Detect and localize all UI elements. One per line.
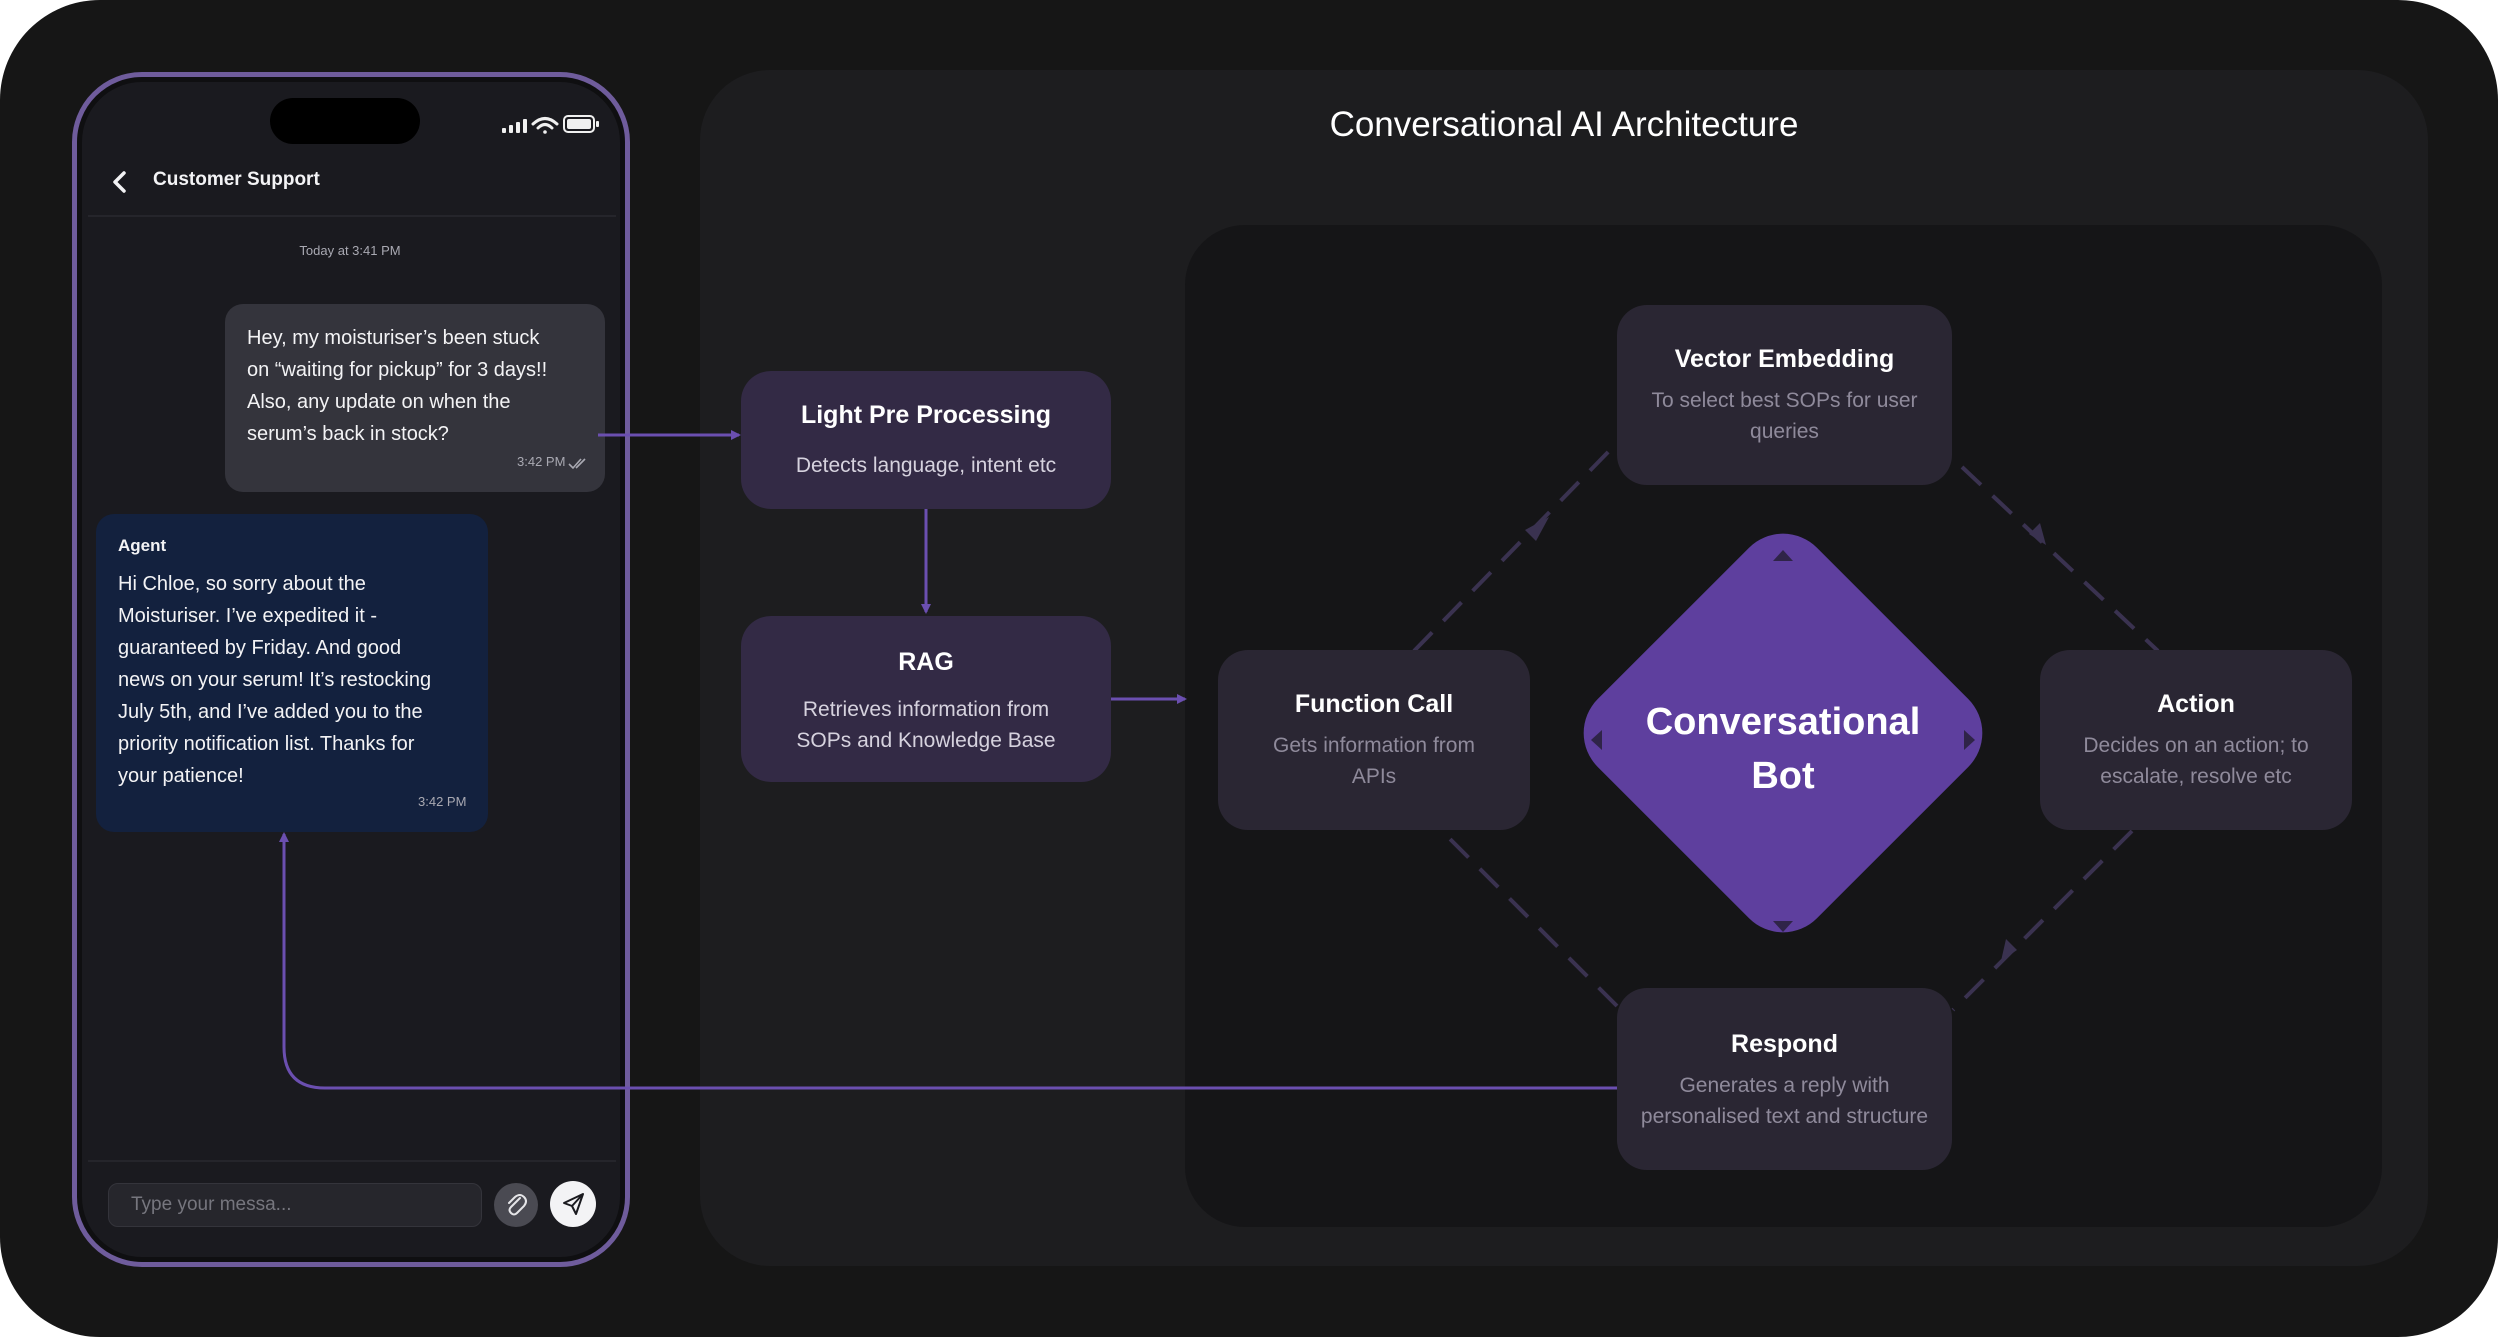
user-message-text: Hey, my moisturiser’s been stuck on “wai… <box>247 327 548 445</box>
node-subtitle: Gets information from APIs <box>1273 734 1475 788</box>
node-subtitle: Retrieves information from SOPs and Know… <box>796 698 1056 752</box>
dynamic-island <box>270 98 420 144</box>
node-subtitle: To select best SOPs for user queries <box>1651 389 1918 443</box>
chat-header-title: Customer Support <box>153 169 320 190</box>
user-message-bubble: Hey, my moisturiser’s been stuck on “wai… <box>225 304 605 492</box>
back-button[interactable] <box>104 166 138 200</box>
node-subtitle: Decides on an action; to escalate, resol… <box>2083 734 2309 788</box>
user-message-time: 3:42 PM <box>517 454 566 469</box>
node-title: Function Call <box>1294 690 1454 718</box>
node-subtitle: Generates a reply with personalised text… <box>1640 1074 1929 1128</box>
node-title: RAG <box>898 648 954 676</box>
node-title: Light Pre Processing <box>800 401 1052 429</box>
node-respond: Respond Generates a reply with personali… <box>1617 988 1952 1170</box>
node-function-call: Function Call Gets information from APIs <box>1218 650 1530 830</box>
node-subtitle: Detects language, intent etc <box>795 454 1057 477</box>
message-input[interactable]: Type your messa... <box>108 1183 482 1227</box>
node-title: Respond <box>1731 1030 1838 1058</box>
node-rag: RAG Retrieves information from SOPs and … <box>741 616 1111 782</box>
input-divider <box>88 1160 616 1162</box>
send-button[interactable] <box>550 1181 596 1227</box>
double-check-icon <box>568 458 586 470</box>
agent-message-bubble: Agent Hi Chloe, so sorry about the Moist… <box>96 514 488 832</box>
agent-message-text: Hi Chloe, so sorry about the Moisturiser… <box>118 573 432 787</box>
node-title: Action <box>2157 690 2235 718</box>
attach-button[interactable] <box>494 1183 538 1227</box>
node-light-pre-processing: Light Pre Processing Detects language, i… <box>741 371 1111 509</box>
send-icon <box>563 1193 584 1215</box>
paperclip-icon <box>508 1194 527 1216</box>
chat-timestamp: Today at 3:41 PM <box>299 243 401 258</box>
node-title: Vector Embedding <box>1674 345 1895 373</box>
node-action: Action Decides on an action; to escalate… <box>2040 650 2352 830</box>
diagram-title: Conversational AI Architecture <box>1329 105 1799 144</box>
agent-sender: Agent <box>118 536 167 555</box>
node-vector-embedding: Vector Embedding To select best SOPs for… <box>1617 305 1952 485</box>
agent-message-time: 3:42 PM <box>418 794 467 809</box>
bot-label: Conversational Bot <box>1645 701 1921 797</box>
header-divider <box>88 215 616 217</box>
